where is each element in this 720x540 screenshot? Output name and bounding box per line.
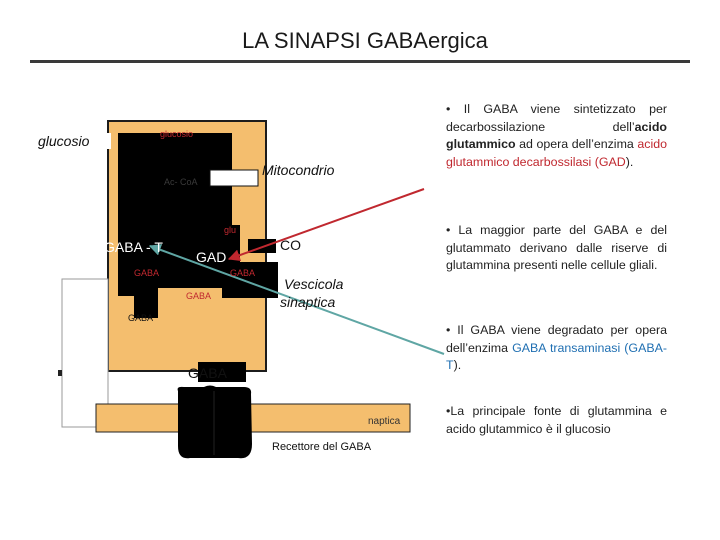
glu-label: glu xyxy=(224,225,236,235)
bullet-glial-reserves: • La maggior parte del GABA e del glutam… xyxy=(446,222,667,275)
gaba-released-label: GABA xyxy=(188,365,228,381)
metabolic-pathway-block xyxy=(118,133,278,318)
mitochondrion-label: Mitocondrio xyxy=(262,162,335,178)
gaba-vesicle-top-label: GABA xyxy=(230,268,255,278)
bullet-4-text: •La principale fonte di glutammina e aci… xyxy=(446,404,667,436)
released-gaba-cloud xyxy=(198,362,246,382)
gaba-t-label: GABA - T xyxy=(104,239,163,255)
glucose-arrow-cover xyxy=(91,133,111,149)
postsynaptic-membrane xyxy=(95,403,411,433)
glucose-inside-label: glucosio xyxy=(160,129,193,139)
title-divider xyxy=(30,60,690,63)
co2-label: CO xyxy=(280,237,301,253)
bullet-3-text-b: ). xyxy=(453,358,462,372)
gaba-glial-label: GABA xyxy=(128,313,153,323)
bullet-1-text-c: ). xyxy=(625,154,634,169)
bullet-gaba-synthesis: • Il GABA viene sintetizzato per decarbo… xyxy=(446,101,667,171)
gad-label: GAD xyxy=(196,249,226,265)
vesicle-label-line2: sinaptica xyxy=(280,294,335,310)
bullet-3-text-a: • Il GABA viene degradato per opera dell… xyxy=(446,323,667,355)
acetyl-coa-label: Ac- CoA xyxy=(164,177,198,187)
gaba-receptor xyxy=(177,385,252,459)
vesicle-label-line1: Vescicola xyxy=(284,276,344,292)
bullet-1-bold-term: acido glutammico xyxy=(446,119,667,152)
gaba-t-arrow xyxy=(148,244,445,355)
gaba-vesicle-inner-label: GABA xyxy=(186,291,211,301)
bullet-glucose-source: •La principale fonte di glutammina e aci… xyxy=(446,403,667,438)
gad-arrow xyxy=(227,188,425,261)
bullet-2-text: • La maggior parte del GABA e del glutam… xyxy=(446,223,667,272)
mitochondrion-box xyxy=(209,169,259,187)
bullet-gaba-degradation: • Il GABA viene degradato per opera dell… xyxy=(446,322,667,375)
bullet-1-gad-term: acido glutammico decarbossilasi (GAD xyxy=(446,137,667,169)
bullet-3-gaba-t-term: GABA transaminasi (GABA-T xyxy=(446,340,667,373)
slide-title: LA SINAPSI GABAergica xyxy=(242,28,488,53)
receptor-label: Recettore del GABA xyxy=(272,441,372,453)
glial-marker xyxy=(58,370,62,376)
glial-cell xyxy=(61,278,109,428)
gaba-left-label: GABA xyxy=(134,268,159,278)
glucose-outside-label: glucosio xyxy=(38,133,90,149)
bullet-1-text-a: • Il GABA viene sintetizzato per decarbo… xyxy=(446,102,667,134)
bullet-1-text-b: ad opera dell’enzima xyxy=(515,137,638,151)
postsynaptic-label: naptica xyxy=(368,416,401,427)
